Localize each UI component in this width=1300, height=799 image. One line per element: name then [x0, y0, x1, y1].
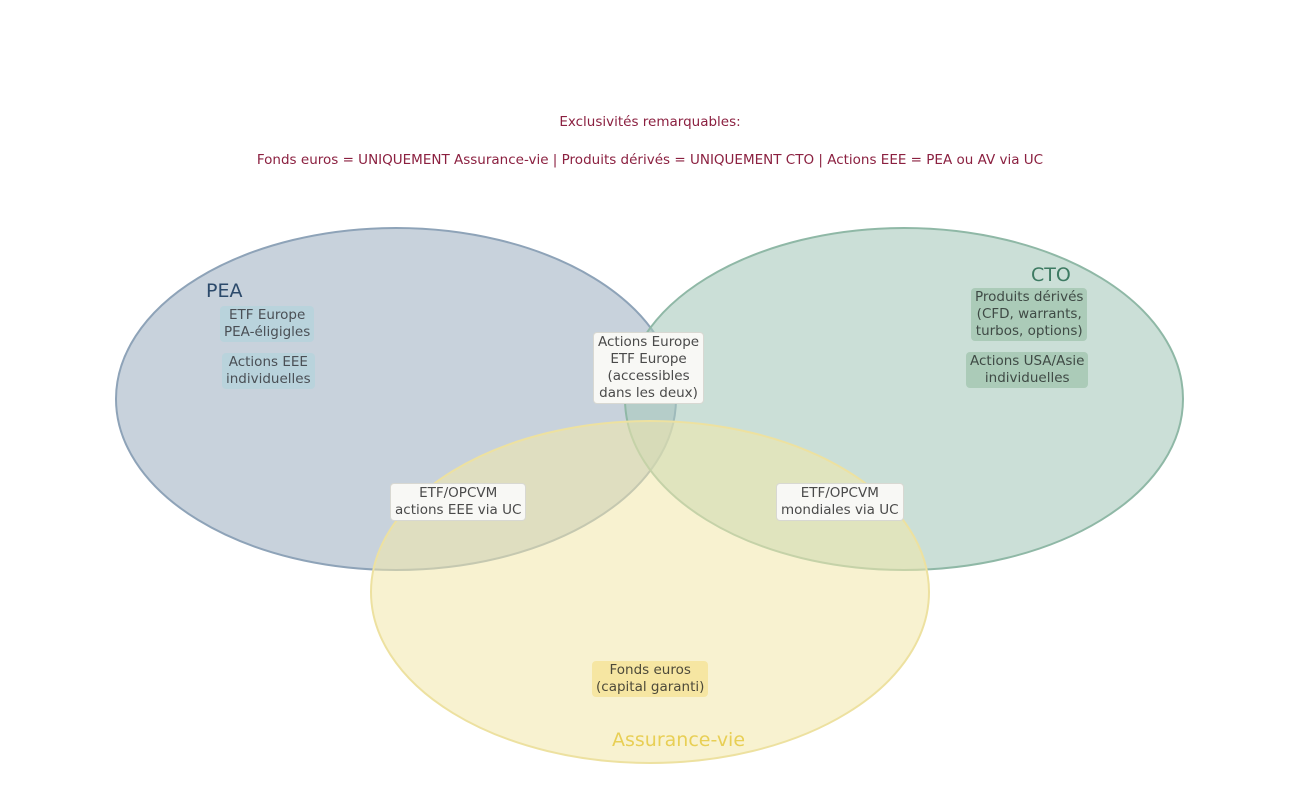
cto-produits-derives-box: Produits dérivés(CFD, warrants,turbos, o…	[971, 288, 1088, 341]
header-title: Exclusivités remarquables:	[559, 114, 741, 130]
pea-label: PEA	[206, 280, 243, 302]
assurance-vie-label: Assurance-vie	[612, 729, 746, 751]
cto-label: CTO	[1031, 264, 1071, 286]
av-fonds-euros-box: Fonds euros(capital garanti)	[592, 661, 709, 697]
assurance-vie-circle	[370, 420, 930, 764]
header-exclusives: Fonds euros = UNIQUEMENT Assurance-vie |…	[256, 152, 1044, 168]
